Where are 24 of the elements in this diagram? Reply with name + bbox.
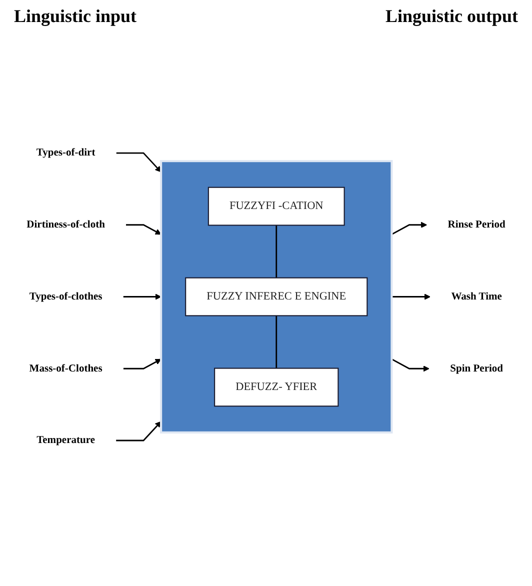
node-box: DEFUZZ- YFIER <box>214 368 339 407</box>
heading-label: Linguistic output <box>385 6 518 27</box>
node-box: FUZZYFI -CATION <box>208 187 345 226</box>
heading-label: Linguistic input <box>14 6 137 27</box>
node-box: FUZZY INFEREC E ENGINE <box>185 278 368 316</box>
node-text: Spin Period <box>450 363 504 374</box>
arrow <box>391 222 428 236</box>
arrow <box>123 359 162 370</box>
arrow <box>116 422 162 442</box>
connector <box>276 316 278 369</box>
arrow <box>123 294 162 300</box>
arrow <box>392 294 430 300</box>
node-text: Rinse Period <box>448 219 506 231</box>
cluster <box>160 160 393 434</box>
node-text: Mass-of-Clothes <box>29 363 102 374</box>
node-text: Types-of-dirt <box>36 147 96 159</box>
node-text: Temperature <box>36 434 96 446</box>
arrow <box>391 358 430 372</box>
node-text: Wash Time <box>451 291 502 302</box>
arrow <box>116 152 162 172</box>
arrow <box>126 224 162 235</box>
node-text: Dirtiness-of-cloth <box>26 219 105 231</box>
node-text: Types-of-clothes <box>29 291 102 302</box>
connector <box>276 225 278 278</box>
